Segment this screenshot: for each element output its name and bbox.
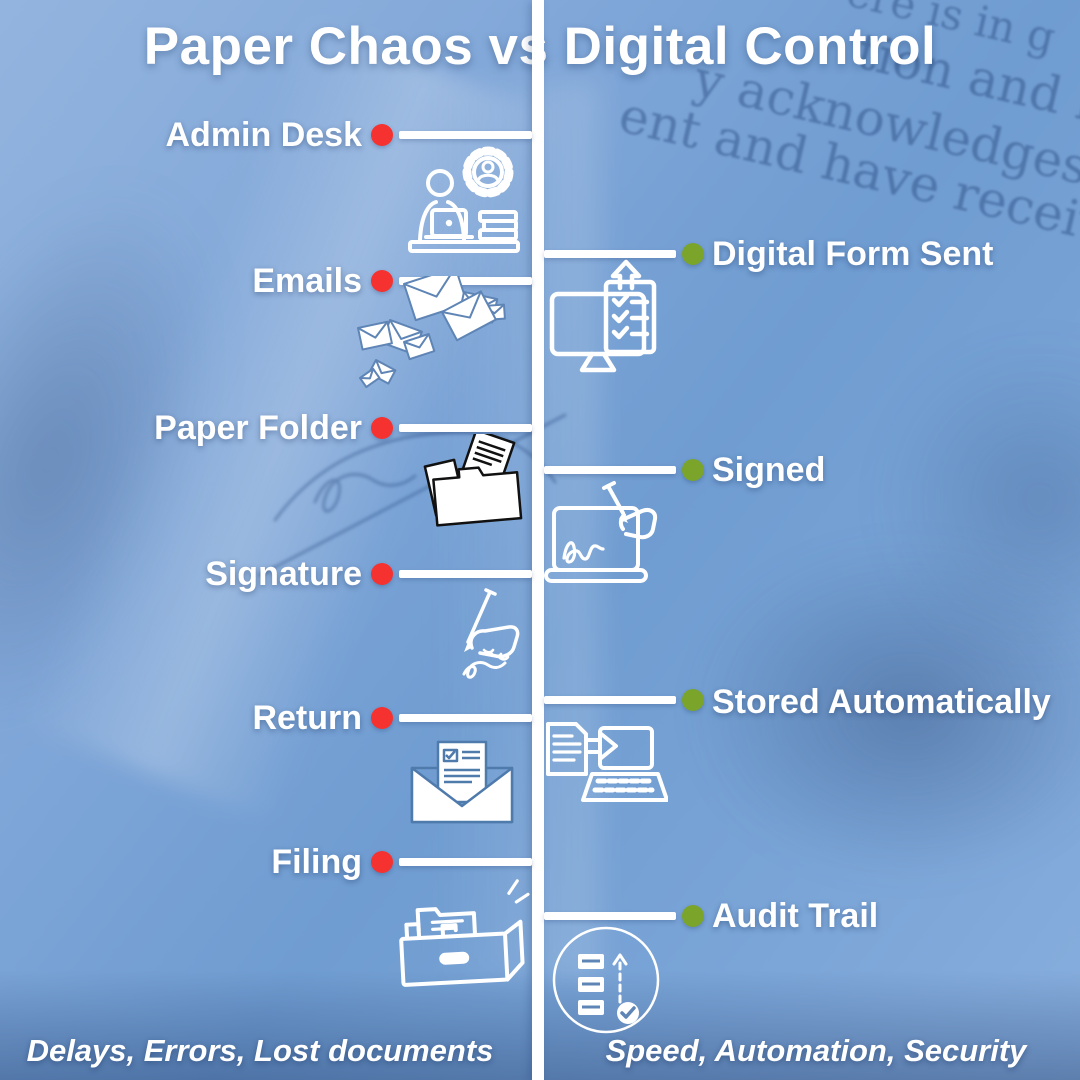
green-dot bbox=[682, 905, 704, 927]
label-signed: Signed bbox=[712, 451, 826, 489]
green-dot bbox=[682, 243, 704, 265]
emails-cluster-icon bbox=[357, 276, 506, 389]
connector-line bbox=[544, 912, 676, 920]
connector-line bbox=[399, 277, 532, 285]
label-filing: Filing bbox=[271, 843, 362, 881]
signature-hand-icon bbox=[462, 588, 520, 679]
return-envelope-icon bbox=[410, 740, 514, 824]
green-dot bbox=[682, 689, 704, 711]
left-caption: Delays, Errors, Lost documents bbox=[26, 1033, 494, 1068]
label-digital-form-sent: Digital Form Sent bbox=[712, 235, 994, 273]
green-dot bbox=[682, 459, 704, 481]
right-caption: Speed, Automation, Security bbox=[605, 1033, 1027, 1068]
stored-laptop-icon bbox=[546, 722, 668, 802]
red-dot bbox=[371, 417, 393, 439]
connector-line bbox=[399, 858, 532, 866]
connector-line bbox=[544, 696, 676, 704]
signed-laptop-icon bbox=[544, 481, 658, 583]
red-dot bbox=[371, 563, 393, 585]
label-return: Return bbox=[252, 699, 362, 737]
center-divider-line bbox=[532, 0, 544, 1080]
connector-line bbox=[399, 714, 532, 722]
paper-folder-icon bbox=[423, 434, 523, 527]
connector-line bbox=[544, 250, 676, 258]
label-audit-trail: Audit Trail bbox=[712, 897, 879, 935]
label-paper-folder: Paper Folder bbox=[154, 409, 362, 447]
audit-trail-icon bbox=[552, 926, 660, 1034]
background-hand-shadow bbox=[0, 149, 278, 771]
background-signature-scribble bbox=[258, 413, 567, 577]
connector-line bbox=[399, 424, 532, 432]
red-dot bbox=[371, 124, 393, 146]
red-dot bbox=[371, 270, 393, 292]
digital-form-monitor-icon bbox=[549, 259, 657, 373]
filing-box-icon bbox=[399, 879, 530, 987]
connector-line bbox=[544, 466, 676, 474]
admin-desk-icon bbox=[408, 146, 520, 253]
red-dot bbox=[371, 707, 393, 729]
connector-line bbox=[399, 570, 532, 578]
label-stored-automatically: Stored Automatically bbox=[712, 683, 1051, 721]
label-emails: Emails bbox=[252, 262, 362, 300]
label-signature: Signature bbox=[205, 555, 362, 593]
background-finger-shadow bbox=[880, 340, 1080, 660]
label-admin-desk: Admin Desk bbox=[165, 116, 363, 154]
connector-line bbox=[399, 131, 532, 139]
red-dot bbox=[371, 851, 393, 873]
